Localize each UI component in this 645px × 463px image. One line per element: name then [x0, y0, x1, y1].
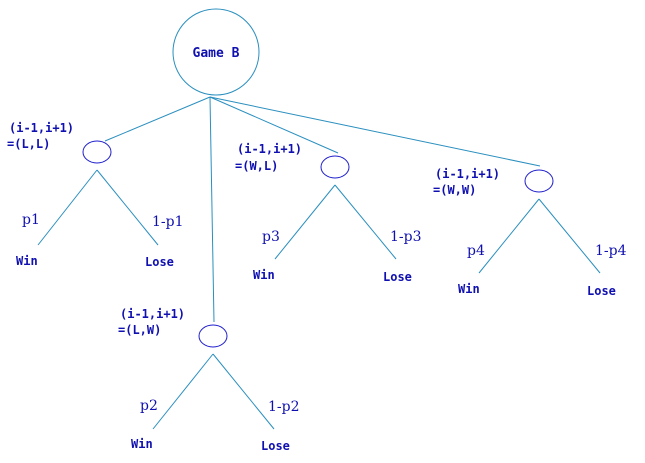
state-ww-line1: (i-1,i+1) — [435, 167, 500, 181]
outcome-lw-lose: Lose — [261, 439, 290, 453]
root-label: Game B — [193, 46, 240, 61]
prob-ww-lose: 1-p4 — [595, 243, 627, 259]
prob-wl-lose: 1-p3 — [390, 229, 422, 245]
outcome-ww-lose: Lose — [587, 284, 616, 298]
edge-root-ww — [209, 96, 541, 167]
prob-lw-lose: 1-p2 — [268, 399, 300, 415]
prob-ww-win: p4 — [467, 243, 485, 259]
edge-lw-lose — [212, 353, 275, 430]
branch-ll: (i-1,i+1) =(L,L) p1 1-p1 Win Lose — [7, 121, 184, 269]
outcome-ll-win: Win — [16, 254, 38, 268]
state-wl-line2: =(W,L) — [235, 159, 278, 173]
edge-ll-win — [37, 169, 98, 246]
outcome-ll-lose: Lose — [145, 255, 174, 269]
prob-lw-win: p2 — [140, 398, 158, 414]
state-lw-node — [198, 324, 228, 348]
branch-ww: (i-1,i+1) =(W,W) p4 1-p4 Win Lose — [433, 167, 627, 298]
state-ll-node — [82, 140, 112, 164]
root-circle — [172, 8, 260, 96]
edge-root-wl — [209, 96, 339, 154]
state-ll-line2: =(L,L) — [7, 137, 50, 151]
prob-ll-lose: 1-p1 — [152, 214, 184, 230]
outcome-ww-win: Win — [458, 282, 480, 296]
edge-wl-win — [274, 184, 336, 260]
edge-root-lw — [209, 96, 215, 323]
edge-ww-lose — [538, 198, 601, 274]
state-ww-line2: =(W,W) — [433, 183, 476, 197]
state-wl-line1: (i-1,i+1) — [237, 142, 302, 156]
edge-lw-win — [152, 353, 214, 430]
edge-ww-win — [478, 198, 540, 274]
root-edges — [104, 96, 541, 323]
edge-ll-lose — [96, 169, 159, 246]
edge-root-ll — [104, 96, 211, 142]
state-ww-node — [524, 169, 554, 193]
branch-wl: (i-1,i+1) =(W,L) p3 1-p3 Win Lose — [235, 142, 422, 284]
state-lw-line1: (i-1,i+1) — [120, 307, 185, 321]
outcome-wl-lose: Lose — [383, 270, 412, 284]
state-ll-line1: (i-1,i+1) — [9, 121, 74, 135]
outcome-lw-win: Win — [131, 437, 153, 451]
state-lw-line2: =(L,W) — [118, 323, 161, 337]
root-node: Game B — [172, 8, 260, 96]
branch-lw: (i-1,i+1) =(L,W) p2 1-p2 Win Lose — [118, 307, 300, 453]
prob-ll-win: p1 — [22, 212, 40, 228]
prob-wl-win: p3 — [262, 229, 280, 245]
state-wl-node — [320, 155, 350, 179]
edge-wl-lose — [334, 184, 397, 260]
outcome-wl-win: Win — [253, 268, 275, 282]
